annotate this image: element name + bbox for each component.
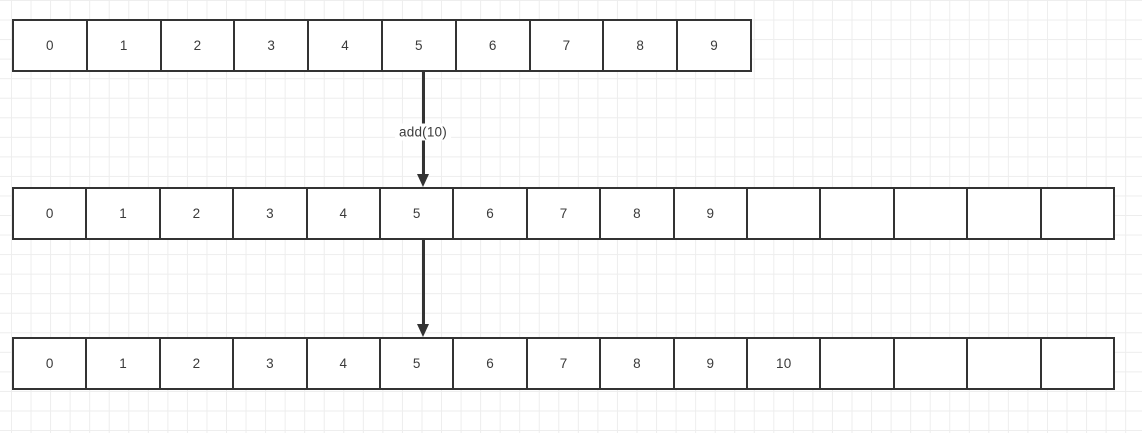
array-cell: 4 <box>307 189 382 238</box>
array-cell: 1 <box>87 21 162 70</box>
array-cell: 4 <box>307 339 382 388</box>
array-cell: 1 <box>87 339 161 388</box>
array-cell: 6 <box>456 21 531 70</box>
array-cell: 7 <box>527 189 602 238</box>
arrow-add-head <box>417 174 429 187</box>
array-cell: 0 <box>14 189 88 238</box>
array-cell <box>821 189 895 238</box>
array-cell: 1 <box>87 189 161 238</box>
array-cell: 3 <box>235 21 310 70</box>
array-cell <box>821 339 895 388</box>
array-cell: 10 <box>748 339 822 388</box>
array-cell: 2 <box>160 189 235 238</box>
array-cell: 7 <box>530 21 605 70</box>
array-cell: 7 <box>527 339 602 388</box>
array-cell: 5 <box>382 21 457 70</box>
array-cell: 3 <box>234 339 308 388</box>
array-cell: 9 <box>678 21 750 70</box>
array-cell: 2 <box>161 21 236 70</box>
arrow-grow-shaft <box>421 240 425 324</box>
array-cell: 3 <box>234 189 308 238</box>
array-cell: 2 <box>160 339 235 388</box>
array-cell: 9 <box>674 189 749 238</box>
array-cell: 5 <box>381 189 455 238</box>
array-cell: 5 <box>381 339 455 388</box>
array-cell: 4 <box>309 21 383 70</box>
array-cell <box>1041 339 1114 388</box>
array-cell: 8 <box>601 339 675 388</box>
array-cell <box>894 339 969 388</box>
array-cell <box>968 339 1042 388</box>
arrow-add-label: add(10) <box>395 123 451 141</box>
array-cell: 8 <box>601 189 675 238</box>
array-cell <box>1041 189 1114 238</box>
array-cell <box>748 189 822 238</box>
arrow-grow-head <box>417 324 429 337</box>
array-cell: 8 <box>604 21 679 70</box>
array-cell: 6 <box>454 339 528 388</box>
arrow-add-shaft <box>421 72 425 174</box>
array-cell <box>968 189 1042 238</box>
array-cell: 0 <box>14 21 88 70</box>
array-cell <box>894 189 969 238</box>
array-cell: 6 <box>454 189 528 238</box>
array-cell: 0 <box>14 339 88 388</box>
array-cell: 9 <box>674 339 749 388</box>
